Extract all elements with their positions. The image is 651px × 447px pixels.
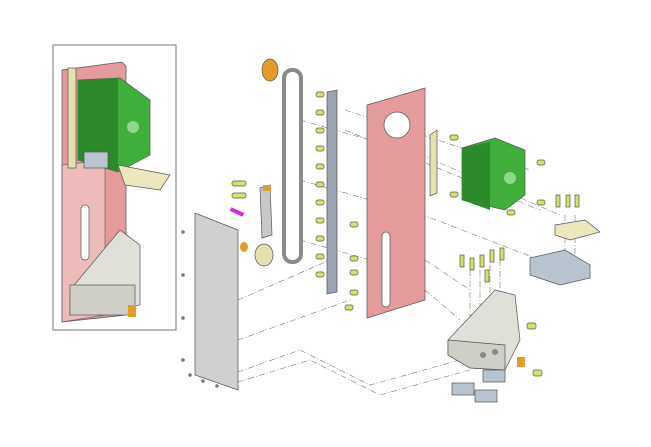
assembled-view-inset <box>52 44 177 331</box>
screw-icons <box>231 180 247 199</box>
sensor-plate-icon <box>554 219 601 241</box>
stop-block-icon <box>517 357 525 367</box>
side-plate <box>366 87 426 319</box>
drive-pulley-icon <box>261 58 279 82</box>
idler-pulley-icon <box>254 243 274 267</box>
slider-blocks-icon <box>451 369 506 403</box>
mount-bracket-icon <box>529 249 591 286</box>
stepper-motor-icon <box>461 137 526 211</box>
timing-belt-icon <box>282 68 303 264</box>
pin-icon <box>229 207 245 217</box>
belt-clamp-icon <box>259 184 273 239</box>
motor-spacer-icon <box>429 129 438 197</box>
corner-bracket <box>447 289 521 371</box>
linear-rail-icon <box>326 89 338 295</box>
cover-plate <box>181 212 239 391</box>
